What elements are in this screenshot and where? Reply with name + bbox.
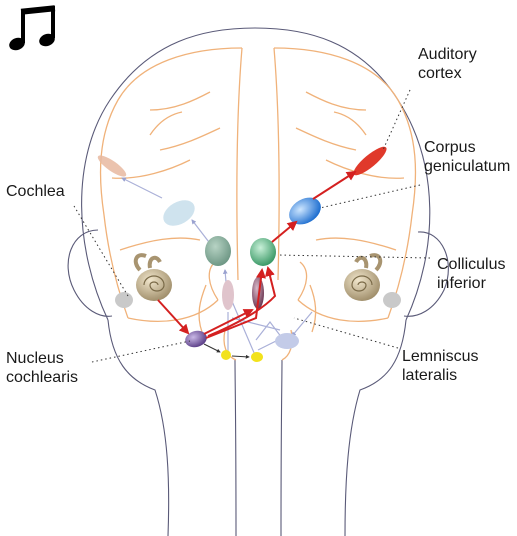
head-outline [67, 27, 449, 536]
colliculus-inferior-right [250, 238, 276, 266]
lemniscus-lateralis-left [222, 280, 234, 310]
cochlea-left [115, 253, 172, 308]
label-nucleus-cochlearis: Nucleus cochlearis [6, 350, 79, 386]
nucleus-cochlearis-left [185, 330, 207, 348]
corpus-geniculatum-left [163, 200, 195, 226]
colliculus-inferior-left [205, 236, 231, 266]
cochlea-right [344, 253, 401, 308]
brain-outline [99, 47, 417, 361]
auditory-cortex-right [353, 146, 387, 176]
olive-left [221, 350, 231, 360]
active-pathway [157, 170, 357, 339]
label-corpus-geniculatum: Corpus geniculatum [424, 139, 511, 175]
auditory-cortex-left [97, 155, 127, 177]
label-cochlea: Cochlea [6, 183, 65, 200]
corpus-geniculatum-right [289, 197, 321, 225]
label-lemniscus-lateralis: Lemniscus lateralis [402, 348, 479, 384]
label-colliculus-inferior: Colliculus inferior [437, 256, 506, 292]
label-auditory-cortex: Auditory cortex [418, 46, 477, 82]
olive-pathway [203, 343, 250, 359]
leader-lines [73, 89, 431, 363]
music-notes-icon [9, 5, 56, 51]
nucleus-cochlearis-right [275, 333, 299, 349]
olive-right [251, 352, 263, 362]
